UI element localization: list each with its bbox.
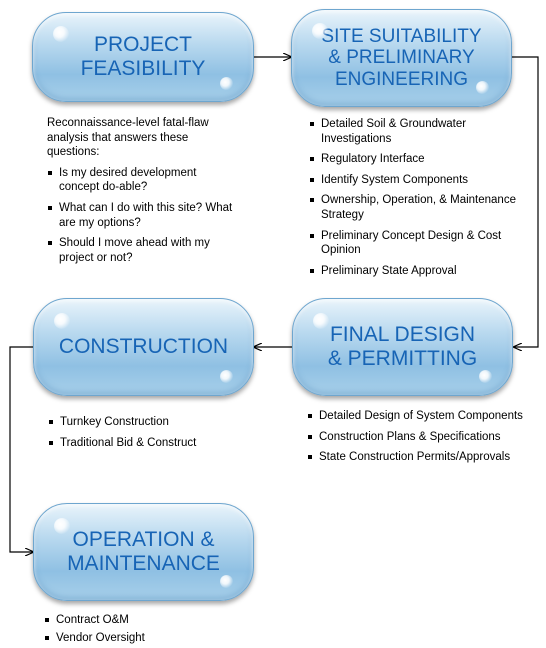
stage-title: PROJECT FEASIBILITY (80, 33, 206, 80)
list-item: Detailed Soil & Groundwater Investigatio… (309, 117, 519, 146)
list-item: Ownership, Operation, & Maintenance Stra… (309, 193, 519, 222)
list-item: Preliminary State Approval (309, 264, 519, 279)
highlight-decoration (54, 313, 70, 329)
list-item: Construction Plans & Specifications (307, 430, 532, 445)
highlight-decoration (220, 575, 233, 588)
list-item: Turnkey Construction (48, 415, 248, 430)
stage-title: CONSTRUCTION (58, 335, 229, 359)
construction-details: Turnkey Construction Traditional Bid & C… (48, 415, 248, 456)
list-item: State Construction Permits/Approvals (307, 450, 532, 465)
list-item: Detailed Design of System Components (307, 409, 532, 424)
operation-details: Contract O&M Vendor Oversight (44, 613, 244, 645)
list-item: Contract O&M (44, 613, 244, 628)
operation-list: Contract O&M Vendor Oversight (44, 613, 244, 645)
highlight-decoration (220, 77, 233, 90)
stage-title: FINAL DESIGN & PERMITTING (327, 323, 478, 370)
site-suitability-details: Detailed Soil & Groundwater Investigatio… (309, 117, 519, 284)
feasibility-questions: Is my desired development concept do-abl… (47, 166, 237, 266)
stage-final-design-permitting: FINAL DESIGN & PERMITTING (292, 298, 513, 396)
highlight-decoration (312, 23, 328, 39)
stage-construction: CONSTRUCTION (33, 298, 254, 396)
feasibility-details: Reconnaissance-level fatal-flaw analysis… (47, 116, 237, 271)
final-design-details: Detailed Design of System Components Con… (307, 409, 532, 471)
stage-title: OPERATION & MAINTENANCE (67, 528, 220, 575)
list-item: Regulatory Interface (309, 152, 519, 167)
highlight-decoration (476, 81, 489, 94)
arrow-construction-to-operation (9, 346, 33, 552)
list-item: Vendor Oversight (44, 631, 244, 646)
stage-title: SITE SUITABILITY & PRELIMINARY ENGINEERI… (321, 26, 482, 90)
construction-list: Turnkey Construction Traditional Bid & C… (48, 415, 248, 450)
list-item: Preliminary Concept Design & Cost Opinio… (309, 229, 519, 258)
highlight-decoration (53, 26, 69, 42)
arrow-site-to-final-design (512, 56, 539, 347)
stage-site-suitability: SITE SUITABILITY & PRELIMINARY ENGINEERI… (291, 9, 512, 107)
list-item: Identify System Components (309, 173, 519, 188)
highlight-decoration (54, 518, 70, 534)
list-item: Is my desired development concept do-abl… (47, 166, 237, 195)
stage-operation-maintenance: OPERATION & MAINTENANCE (33, 503, 254, 601)
highlight-decoration (313, 313, 329, 329)
site-suitability-list: Detailed Soil & Groundwater Investigatio… (309, 117, 519, 278)
feasibility-intro: Reconnaissance-level fatal-flaw analysis… (47, 117, 209, 159)
stage-project-feasibility: PROJECT FEASIBILITY (32, 12, 254, 102)
list-item: Traditional Bid & Construct (48, 436, 248, 451)
highlight-decoration (479, 370, 492, 383)
highlight-decoration (220, 370, 233, 383)
list-item: What can I do with this site? What are m… (47, 201, 237, 230)
final-design-list: Detailed Design of System Components Con… (307, 409, 532, 465)
list-item: Should I move ahead with my project or n… (47, 236, 237, 265)
